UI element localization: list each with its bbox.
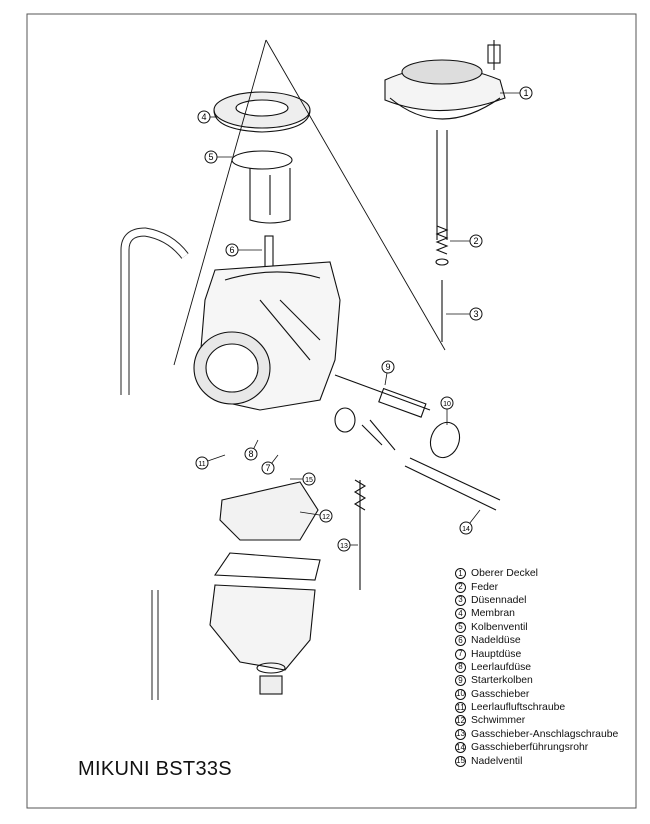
callout-6: 6: [225, 243, 262, 257]
callout-number: 15: [305, 477, 313, 484]
legend-number: 10: [455, 688, 466, 700]
legend-label: Membran: [471, 608, 515, 620]
callout-13: 13: [337, 538, 358, 552]
legend-label: Starterkolben: [471, 675, 533, 687]
legend-item: 6 Nadeldüse: [455, 634, 618, 647]
callout-number: 4: [201, 112, 206, 122]
legend-label: Kolbenventil: [471, 621, 528, 633]
legend-item: 14 Gasschieberführungsrohr: [455, 741, 618, 754]
legend-label: Gasschieberführungsrohr: [471, 742, 589, 754]
legend-label: Düsennadel: [471, 594, 527, 606]
carb-body-part: [193, 261, 341, 411]
callout-number: 8: [248, 449, 253, 459]
callout-number: 1: [523, 88, 528, 98]
float-part: [219, 481, 319, 541]
needle-part: [435, 258, 449, 342]
callout-number: 2: [473, 236, 478, 246]
callout-4: 4: [197, 110, 218, 124]
legend-label: Feder: [471, 581, 499, 593]
legend-item: 10 Gasschieber: [455, 688, 618, 701]
callout-number: 5: [208, 152, 213, 162]
callout-14: 14: [459, 509, 481, 535]
legend-number: 13: [455, 728, 466, 740]
callout-number: 13: [340, 543, 348, 550]
starter-plunger-part: [334, 374, 431, 418]
callout-number: 9: [385, 362, 390, 372]
legend-number: 3: [455, 594, 466, 606]
callout-5: 5: [204, 150, 232, 164]
callout-12: 12: [299, 509, 333, 523]
piston-valve-part: [231, 150, 293, 224]
legend-item: 15 Nadelventil: [455, 754, 618, 767]
callout-8: 8: [244, 439, 259, 461]
legend-item: 3 Düsennadel: [455, 594, 618, 607]
legend-number: 6: [455, 635, 466, 647]
legend-item: 4 Membran: [455, 607, 618, 620]
legend-label: Gasschieber: [471, 688, 530, 700]
drain-plug-part: [256, 662, 286, 695]
legend-number: 15: [455, 755, 466, 767]
legend-item: 13 Gasschieber-Anschlagschraube: [455, 728, 618, 741]
legend-number: 11: [455, 702, 466, 714]
callout-1: 1: [500, 86, 533, 100]
callout-number: 10: [443, 401, 451, 408]
throttle-disc-part: [429, 421, 461, 459]
page-border: [26, 13, 637, 809]
legend-item: 7 Hauptdüse: [455, 647, 618, 660]
legend-number: 8: [455, 661, 466, 673]
callout-11: 11: [195, 454, 226, 470]
callout-number: 7: [265, 463, 270, 473]
legend-item: 1 Oberer Deckel: [455, 567, 618, 580]
stop-screw-part: [353, 479, 367, 590]
callout-15: 15: [290, 472, 316, 486]
legend-label: Leerlaufluftschraube: [471, 702, 566, 714]
legend-item: 5 Kolbenventil: [455, 621, 618, 634]
callout-7: 7: [261, 454, 279, 475]
shaft-part: [361, 419, 501, 511]
legend-number: 14: [455, 742, 466, 754]
top-cover-part: [384, 40, 506, 120]
callout-number: 12: [322, 514, 330, 521]
legend-number: 1: [455, 568, 466, 580]
float-bowl-part: [209, 552, 321, 671]
callout-number: 6: [229, 245, 234, 255]
legend-item: 8 Leerlaufdüse: [455, 661, 618, 674]
legend-label: Nadeldüse: [471, 635, 521, 647]
legend-item: 9 Starterkolben: [455, 674, 618, 687]
callout-number: 3: [473, 309, 478, 319]
model-title: MIKUNI BST33S: [78, 758, 232, 780]
legend-number: 4: [455, 608, 466, 620]
membrane-part: [213, 91, 311, 133]
callout-3: 3: [446, 307, 483, 321]
callout-2: 2: [450, 234, 483, 248]
legend-label: Nadelventil: [471, 755, 523, 767]
vent-hose: [120, 227, 189, 395]
callout-number: 11: [198, 461, 205, 468]
legend-label: Schwimmer: [471, 715, 526, 727]
legend-number: 12: [455, 715, 466, 727]
legend-number: 9: [455, 675, 466, 687]
legend-item: 11 Leerlaufluftschraube: [455, 701, 618, 714]
legend-number: 5: [455, 621, 466, 633]
legend-number: 7: [455, 648, 466, 660]
legend-number: 2: [455, 581, 466, 593]
callout-9: 9: [381, 360, 395, 386]
spring-part: [435, 130, 449, 255]
legend-label: Leerlaufdüse: [471, 661, 532, 673]
callout-number: 14: [462, 526, 470, 533]
legend-item: 2 Feder: [455, 580, 618, 593]
legend-item: 12 Schwimmer: [455, 714, 618, 727]
legend-label: Gasschieber-Anschlagschraube: [471, 728, 619, 740]
callout-10: 10: [440, 396, 454, 425]
legend-label: Hauptdüse: [471, 648, 522, 660]
legend-label: Oberer Deckel: [471, 568, 538, 580]
